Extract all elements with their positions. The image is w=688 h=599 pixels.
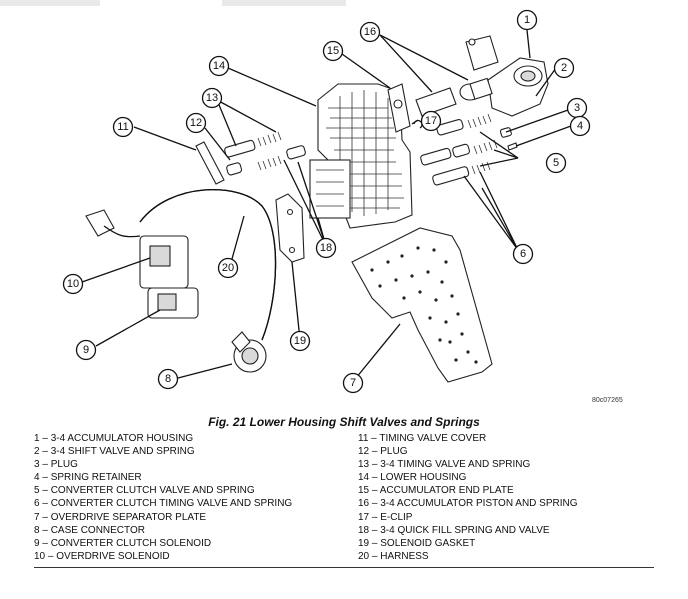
legend-item: 20 – HARNESS <box>358 550 429 562</box>
callout-13: 13 <box>201 87 223 109</box>
svg-text:5: 5 <box>553 157 559 169</box>
svg-text:7: 7 <box>350 377 356 389</box>
legend-item: 12 – PLUG <box>358 446 408 458</box>
legend-item: 3 – PLUG <box>34 459 78 471</box>
callout-2: 2 <box>553 57 575 79</box>
callout-5: 5 <box>545 152 567 174</box>
legend-item: 7 – OVERDRIVE SEPARATOR PLATE <box>34 511 207 523</box>
svg-text:9: 9 <box>83 344 89 356</box>
harness-drawing <box>85 189 277 373</box>
legend-item: 18 – 3-4 QUICK FILL SPRING AND VALVE <box>358 524 550 536</box>
legend-item: 17 – E-CLIP <box>358 511 413 523</box>
callout-4: 4 <box>569 115 591 137</box>
callout-19: 19 <box>289 330 311 352</box>
svg-text:20: 20 <box>222 262 234 274</box>
exploded-diagram: 1 2 3 4 5 6 7 8 9 10 11 12 13 14 15 16 1… <box>62 9 591 394</box>
bottom-rule <box>34 567 654 568</box>
legend-item: 10 – OVERDRIVE SOLENOID <box>34 550 170 562</box>
accumulator-housing-drawing <box>465 35 549 117</box>
svg-text:11: 11 <box>117 121 128 133</box>
svg-text:4: 4 <box>577 120 583 132</box>
svg-text:8: 8 <box>165 373 171 385</box>
callout-7: 7 <box>342 372 364 394</box>
callout-9: 9 <box>75 339 97 361</box>
callout-17: 17 <box>420 110 442 132</box>
legend-item: 8 – CASE CONNECTOR <box>34 524 145 536</box>
piston-spring-drawing <box>415 77 493 117</box>
legend-item: 15 – ACCUMULATOR END PLATE <box>358 485 514 497</box>
timing-cover-drawing <box>195 141 225 185</box>
svg-text:15: 15 <box>327 45 339 57</box>
svg-text:3: 3 <box>574 102 580 114</box>
svg-text:6: 6 <box>520 248 526 260</box>
legend-item: 4 – SPRING RETAINER <box>34 472 142 484</box>
leader-lines <box>81 29 572 379</box>
callout-1: 1 <box>516 9 538 31</box>
callout-16: 16 <box>359 21 381 43</box>
callout-15: 15 <box>322 40 344 62</box>
callout-14: 14 <box>208 55 230 77</box>
lower-housing-drawing <box>309 83 413 229</box>
legend-item: 11 – TIMING VALVE COVER <box>358 433 487 444</box>
separator-plate-drawing <box>351 227 493 383</box>
legend-item: 1 – 3-4 ACCUMULATOR HOUSING <box>34 433 194 444</box>
legend-left-column: 1 – 3-4 ACCUMULATOR HOUSING 2 – 3-4 SHIF… <box>34 432 292 563</box>
legend-item: 13 – 3-4 TIMING VALVE AND SPRING <box>358 459 531 471</box>
svg-text:17: 17 <box>425 115 437 127</box>
top-bar-left <box>0 0 100 6</box>
valves-left-drawing <box>224 131 306 176</box>
legend-item: 19 – SOLENOID GASKET <box>358 537 476 549</box>
solenoid-gasket-drawing <box>275 193 305 263</box>
figure-code: 80c07265 <box>592 397 623 404</box>
figure-caption: Fig. 21 Lower Housing Shift Valves and S… <box>208 415 480 429</box>
legend-item: 2 – 3-4 SHIFT VALVE AND SPRING <box>34 446 195 458</box>
callout-11: 11 <box>112 116 134 138</box>
svg-text:10: 10 <box>67 278 79 290</box>
svg-text:2: 2 <box>561 62 567 74</box>
legend-item: 5 – CONVERTER CLUTCH VALVE AND SPRING <box>34 485 255 497</box>
svg-text:18: 18 <box>320 242 332 254</box>
legend-item: 16 – 3-4 ACCUMULATOR PISTON AND SPRING <box>358 498 578 510</box>
legend-item: 9 – CONVERTER CLUTCH SOLENOID <box>34 537 212 549</box>
svg-text:16: 16 <box>364 26 376 38</box>
legend-right-column: 11 – TIMING VALVE COVER 12 – PLUG 13 – 3… <box>358 432 578 563</box>
end-plate-drawing <box>387 83 411 133</box>
svg-text:13: 13 <box>206 92 218 104</box>
legend-item: 14 – LOWER HOUSING <box>358 472 467 484</box>
callout-6: 6 <box>512 243 534 265</box>
svg-text:19: 19 <box>294 335 306 347</box>
callout-8: 8 <box>157 368 179 390</box>
svg-text:12: 12 <box>190 117 202 129</box>
top-bar-tab <box>222 0 346 6</box>
callout-10: 10 <box>62 273 84 295</box>
callout-3: 3 <box>566 97 588 119</box>
callout-18: 18 <box>315 237 337 259</box>
svg-text:1: 1 <box>524 14 530 26</box>
callout-12: 12 <box>185 112 207 134</box>
legend-item: 6 – CONVERTER CLUTCH TIMING VALVE AND SP… <box>34 498 293 510</box>
valves-right-drawing <box>420 113 518 186</box>
svg-text:14: 14 <box>213 60 225 72</box>
callout-20: 20 <box>217 257 239 279</box>
